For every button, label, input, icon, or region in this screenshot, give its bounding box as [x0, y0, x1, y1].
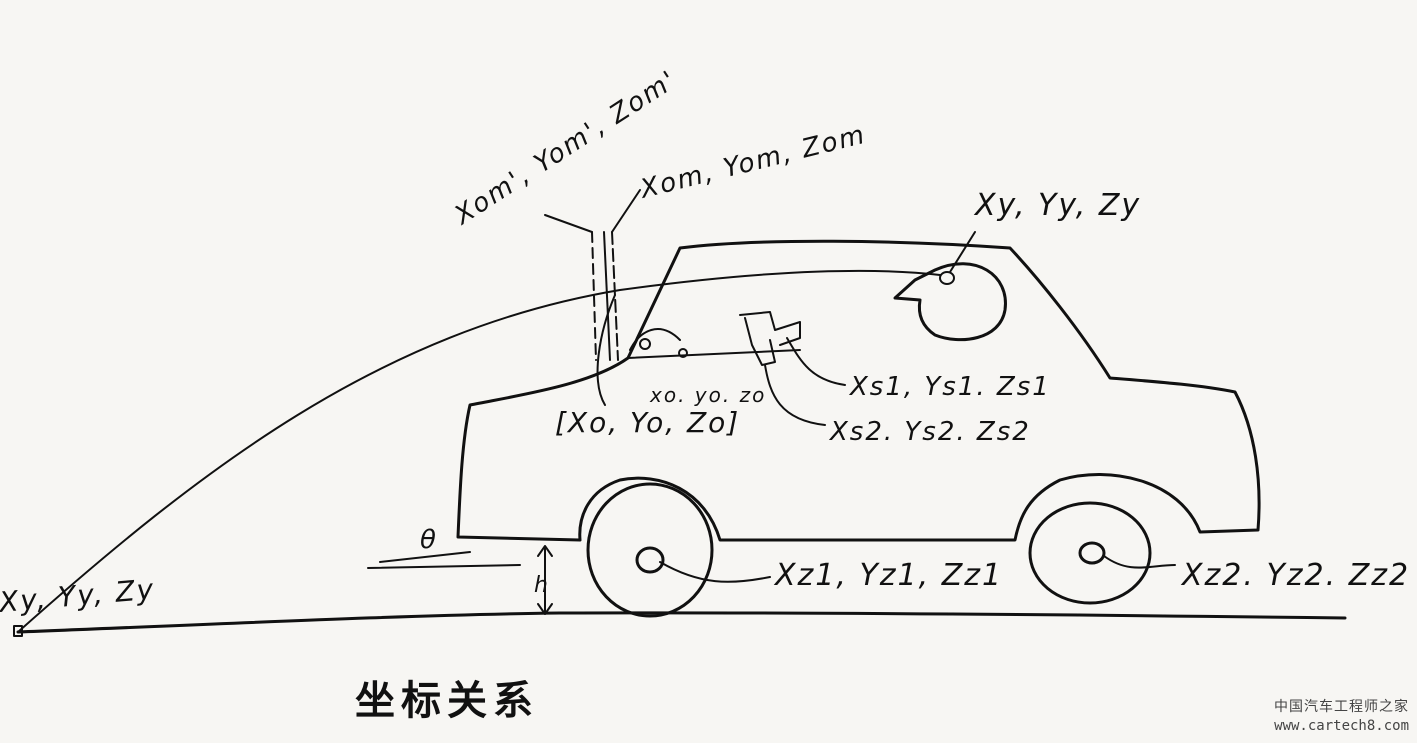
angle-base-line: [367, 564, 521, 569]
rear-wheel-label: Xz2. Yz2. Zz2: [1180, 558, 1410, 593]
driver-eye-label: Xy, Yy, Zy: [973, 188, 1141, 223]
diagram-title: 坐标关系: [355, 677, 539, 724]
driver-eye: [939, 271, 955, 285]
dashboard-point: [678, 348, 688, 358]
mirror-bar-1: [591, 231, 597, 361]
mirror-primed-label: Xom', Yom', Zom': [448, 65, 683, 232]
road-point-label: Xy, Yy, Zy: [0, 572, 156, 619]
mirror-bar-3: [611, 231, 619, 361]
rear-wheel: [1028, 501, 1152, 605]
front-wheel-leader: [659, 561, 771, 583]
mirror-primed-leader: [544, 214, 593, 233]
angle-slope-line: [379, 551, 471, 563]
eye-leader: [949, 231, 976, 273]
origin-leader: [596, 294, 616, 406]
mirror-label: Xom, Yom, Zom: [635, 120, 869, 206]
angle-label: θ: [420, 525, 438, 555]
car-body: [456, 239, 1261, 542]
watermark-url: www.cartech8.com: [1274, 718, 1409, 734]
seat-1-label: Xs1, Ys1. Zs1: [848, 372, 1051, 402]
front-wheel-hub: [635, 546, 665, 574]
rear-wheel-leader: [1103, 555, 1176, 569]
windshield-line: [627, 349, 801, 359]
mirror-bar-2: [603, 231, 611, 361]
ground-line: [16, 611, 1347, 634]
seat-1-leader: [786, 337, 846, 386]
seat-1: [739, 311, 801, 346]
rear-wheel-hub: [1078, 541, 1106, 565]
seat-2-leader: [764, 364, 826, 426]
dashboard-point-label: xo. yo. zo: [649, 383, 766, 407]
seat-2-label: Xs2. Ys2. Zs2: [828, 417, 1031, 447]
seat-2: [744, 317, 776, 366]
sight-line: [17, 269, 941, 633]
front-wheel-label: Xz1, Yz1, Zz1: [773, 558, 1003, 593]
height-arrow: [537, 545, 553, 615]
road-point-marker: [13, 625, 23, 637]
height-label: h: [534, 573, 550, 598]
origin-label: [Xo, Yo, Zo]: [555, 406, 740, 439]
watermark-site-name: 中国汽车工程师之家: [1274, 699, 1409, 715]
steering-arc: [629, 328, 681, 351]
mirror-leader: [611, 189, 641, 233]
front-wheel: [586, 482, 714, 618]
steering-center: [639, 338, 651, 350]
driver-head: [893, 262, 1007, 342]
